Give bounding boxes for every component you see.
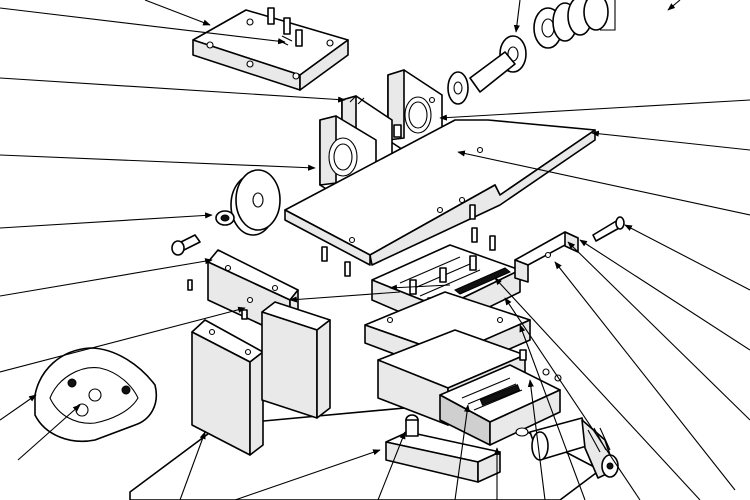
grip-handle bbox=[34, 347, 157, 442]
small-screws bbox=[187, 204, 496, 291]
carrier-plate bbox=[284, 119, 596, 266]
top-mounting-plate bbox=[192, 7, 349, 91]
screw-left bbox=[171, 234, 201, 256]
clamp-block bbox=[385, 414, 501, 483]
washer bbox=[215, 210, 235, 226]
l-bracket bbox=[514, 231, 579, 283]
vertical-block-left bbox=[191, 319, 264, 456]
micrometer bbox=[529, 417, 619, 479]
vertical-block-right bbox=[261, 301, 331, 419]
micrometer-head-top bbox=[447, 0, 616, 105]
screw-right bbox=[592, 216, 625, 242]
hand-wheel bbox=[230, 169, 281, 236]
